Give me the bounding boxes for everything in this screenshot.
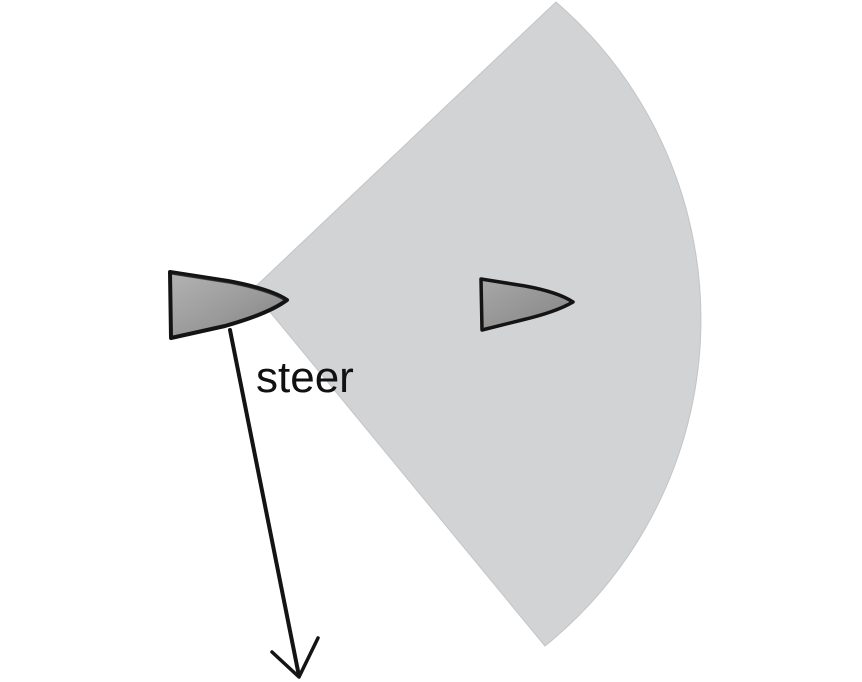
neighbor-vehicle-icon xyxy=(479,277,575,332)
view-cone xyxy=(251,1,702,647)
steer-label: steer xyxy=(256,353,354,402)
agent-vehicle-icon xyxy=(168,270,289,340)
steer-arrow-icon xyxy=(228,328,320,679)
